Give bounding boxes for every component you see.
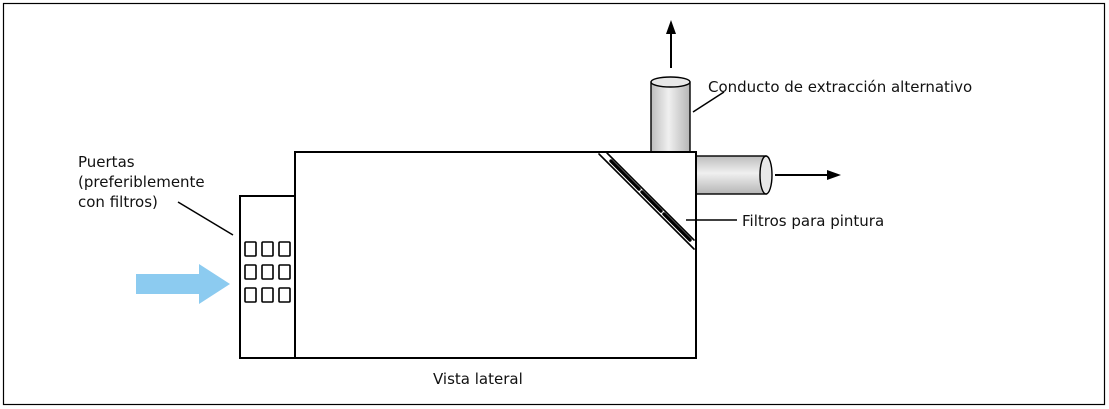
door-filter-cell (278, 241, 291, 257)
paint-filters-label: Filtros para pintura (742, 212, 884, 230)
door-filter-cell (261, 287, 274, 303)
doors-label-line3: con filtros) (78, 193, 158, 211)
alt-duct-leader-line (692, 91, 725, 113)
caption-label: Vista lateral (433, 370, 523, 388)
door-filter-cell (244, 287, 257, 303)
door-filter-grid (244, 241, 291, 303)
doors-leader-line (177, 201, 234, 236)
vertical-exhaust-duct (650, 76, 691, 155)
airflow-arrow (136, 264, 230, 304)
exhaust-arrow-up (666, 20, 676, 68)
alt-duct-label: Conducto de extracción alternativo (708, 78, 972, 96)
paint-filter-panel (598, 152, 695, 250)
door-filter-cell (261, 241, 274, 257)
exhaust-arrow-right (775, 170, 841, 180)
door-filter-cell (278, 264, 291, 280)
doors-label-line1: Puertas (78, 153, 135, 171)
door-filter-cell (244, 241, 257, 257)
door-filter-cell (261, 264, 274, 280)
booth-body (294, 151, 697, 359)
door-filter-cell (278, 287, 291, 303)
door-filter-cell (244, 264, 257, 280)
doors-label-line2: (preferiblemente (78, 173, 205, 191)
horizontal-exhaust-duct (695, 155, 773, 195)
